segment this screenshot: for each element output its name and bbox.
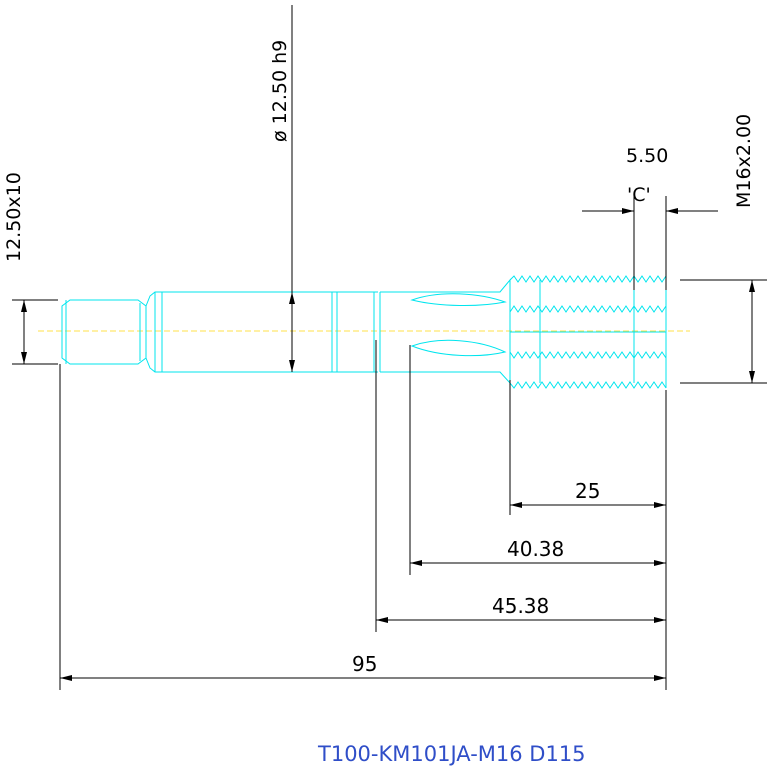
flute-lower (410, 339, 507, 357)
shank-body (145, 291, 378, 373)
tool-outline (61, 275, 667, 389)
dimension-lines (12, 5, 767, 690)
square-drive (61, 299, 147, 365)
drawing-title: T100-KM101JA-M16 D115 (317, 742, 586, 766)
thread-bottom-teeth (509, 381, 667, 389)
chamfer-c-label: 'C' (627, 184, 651, 206)
thread-size-label: M16x2.00 (733, 114, 755, 208)
thread-top-teeth (509, 275, 667, 283)
flute-upper (410, 293, 507, 306)
thread-mid-upper (509, 305, 667, 313)
thread-length-label: 25 (575, 479, 600, 503)
shank-square-label: 12.50x10 (3, 172, 25, 262)
thread-mid-lower (509, 351, 667, 359)
neck-length-label: 45.38 (492, 594, 549, 618)
shank-diameter-label: ø 12.50 h9 (269, 40, 291, 142)
chamfer-length-label: 5.50 (626, 145, 668, 167)
flute-length-label: 40.38 (507, 537, 564, 561)
overall-length-label: 95 (352, 652, 377, 676)
